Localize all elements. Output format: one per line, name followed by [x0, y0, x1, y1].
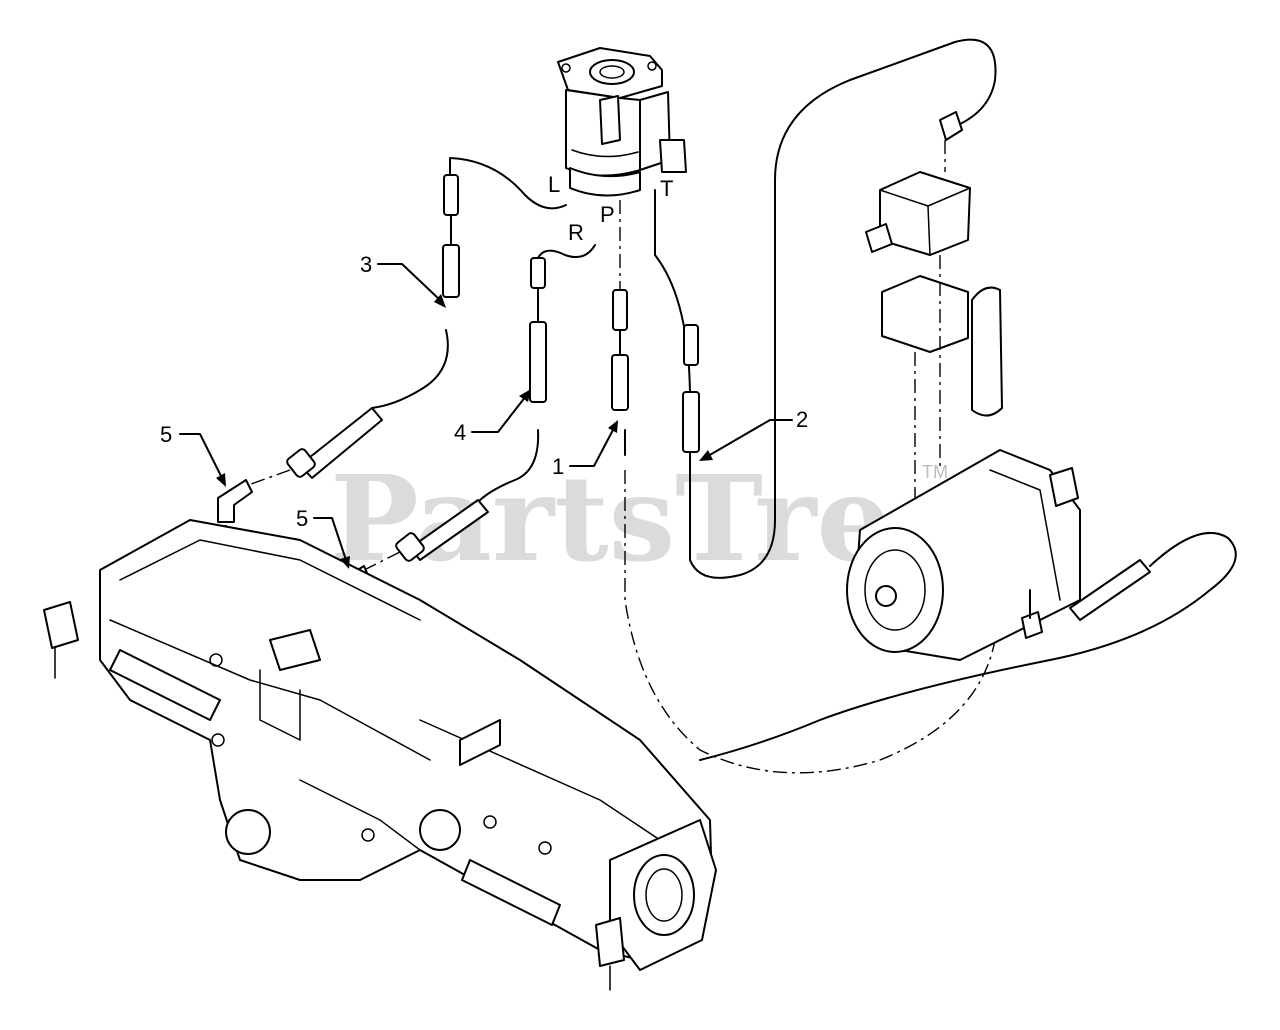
port-label-l: L [548, 172, 560, 197]
transaxle-housing [43, 519, 717, 991]
return-hose-loop [654, 38, 997, 579]
callout-4: 4 [454, 420, 466, 445]
hose-2 [682, 324, 700, 453]
callout-leaders [179, 263, 793, 569]
hydraulic-pump [846, 449, 1081, 661]
port-label-p: P [600, 202, 615, 227]
callout-3: 3 [360, 252, 372, 277]
callout-1: 1 [552, 454, 564, 479]
hose-1 [611, 200, 996, 774]
steering-valve [557, 47, 687, 197]
port-label-r: R [568, 220, 584, 245]
hose-3 [239, 157, 567, 489]
callout-5a: 5 [160, 422, 172, 447]
pump-suction-hose [699, 531, 1237, 761]
callout-5b: 5 [296, 506, 308, 531]
port-label-t: T [660, 176, 673, 201]
watermark-trademark: TM [922, 462, 948, 482]
hose-4 [359, 244, 596, 573]
callout-2: 2 [796, 407, 808, 432]
hydraulic-cylinder [881, 255, 1003, 500]
manifold-block [865, 111, 971, 256]
